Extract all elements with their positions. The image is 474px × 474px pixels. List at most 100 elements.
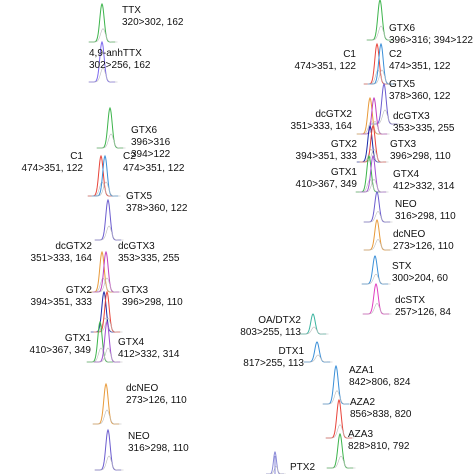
peak-shadow-left-12 bbox=[92, 409, 122, 425]
peak-shadow-right-12 bbox=[361, 273, 391, 285]
peak-label-line: GTX6 bbox=[131, 125, 158, 136]
peak-label-line: 474>351, 122 bbox=[295, 61, 357, 72]
peak-label-line: 394>351, 333 bbox=[296, 151, 358, 162]
peak-label-line: 842>806, 824 bbox=[349, 377, 411, 388]
peak-label-line: 410>367, 349 bbox=[30, 345, 92, 356]
peak-left-2 bbox=[96, 106, 124, 149]
peak-label-line: 353>335, 255 bbox=[118, 253, 180, 264]
peak-label-line: NEO bbox=[395, 199, 417, 210]
peak-label-line: dcGTX2 bbox=[315, 109, 352, 120]
peak-label-line: AZA3 bbox=[348, 429, 373, 440]
peak-label-line: 320>302, 162 bbox=[122, 17, 184, 28]
peak-label-line: 410>367, 349 bbox=[296, 179, 358, 190]
peak-label-line: GTX3 bbox=[122, 285, 149, 296]
peak-left-5 bbox=[94, 198, 122, 241]
peak-label-line: 273>126, 110 bbox=[126, 395, 187, 406]
peak-right-0 bbox=[366, 0, 394, 41]
peak-label-line: 378>360, 122 bbox=[126, 203, 188, 214]
peak-right-11 bbox=[363, 219, 391, 251]
peak-shadow-left-13 bbox=[94, 455, 124, 471]
peak-shadow-right-0 bbox=[366, 25, 396, 41]
peak-left-12 bbox=[92, 382, 120, 425]
peak-label-line: 351>333, 164 bbox=[31, 253, 93, 264]
peak-label-line: 396>316 bbox=[131, 137, 171, 148]
peak-right-10 bbox=[363, 191, 391, 223]
peak-label-line: 474>351, 122 bbox=[389, 61, 451, 72]
peak-label-line: dcGTX3 bbox=[118, 241, 155, 252]
peak-label-line: 4,9-anhTTX bbox=[89, 48, 142, 59]
peak-label-line: 396>298, 110 bbox=[122, 297, 183, 308]
peak-shadow-left-4 bbox=[91, 181, 121, 197]
peak-shadow-right-19 bbox=[266, 465, 286, 474]
peak-shadow-left-10 bbox=[86, 347, 116, 363]
peak-label-line: TTX bbox=[122, 5, 141, 16]
peak-label-line: OA/DTX2 bbox=[258, 315, 301, 326]
peak-label-line: 412>332, 314 bbox=[118, 349, 180, 360]
peak-right-14 bbox=[299, 313, 327, 335]
peak-shadow-right-11 bbox=[363, 239, 393, 251]
peak-label-line: GTX6 bbox=[389, 23, 416, 34]
peak-label-line: C1 bbox=[70, 151, 83, 162]
peak-left-0 bbox=[88, 2, 116, 43]
peak-label-line: 316>298, 110 bbox=[395, 211, 456, 222]
peak-label-line: 351>333, 164 bbox=[291, 121, 353, 132]
peak-label-line: dcNEO bbox=[126, 383, 158, 394]
peak-label-line: GTX1 bbox=[331, 167, 358, 178]
peak-label-line: GTX2 bbox=[66, 285, 93, 296]
peak-label-line: 396>316; 394>122 bbox=[389, 35, 473, 46]
peak-label-line: GTX3 bbox=[390, 139, 417, 150]
peak-shadow-left-2 bbox=[96, 133, 126, 149]
peak-label-line: AZA1 bbox=[349, 365, 374, 376]
peak-shadow-right-3 bbox=[370, 109, 400, 125]
peak-label-line: 412>332, 314 bbox=[393, 181, 455, 192]
peak-label-line: dcSTX bbox=[395, 295, 425, 306]
peak-label-line: 300>204, 60 bbox=[392, 273, 448, 284]
peak-label-line: 378>360, 122 bbox=[389, 91, 451, 102]
peak-shadow-right-16 bbox=[322, 390, 352, 405]
peak-label-line: DTX1 bbox=[278, 346, 304, 357]
peak-left-13 bbox=[94, 428, 122, 471]
peak-label-line: 817>255, 113 bbox=[243, 358, 304, 369]
peak-label-line: AZA2 bbox=[350, 397, 375, 408]
peak-shadow-right-5 bbox=[360, 121, 390, 135]
peak-label-line: C1 bbox=[343, 49, 356, 60]
peak-label-line: 828>810, 792 bbox=[348, 441, 410, 452]
peak-shadow-right-15 bbox=[303, 354, 333, 363]
peak-shadow-left-5 bbox=[94, 225, 124, 241]
peak-label-line: dcGTX3 bbox=[393, 111, 430, 122]
peak-right-16 bbox=[322, 364, 350, 405]
peak-label-line: GTX1 bbox=[65, 333, 92, 344]
peak-label-line: 396>298, 110 bbox=[390, 151, 451, 162]
peak-label-line: PTX2 bbox=[290, 462, 315, 473]
peak-shadow-right-18 bbox=[326, 455, 356, 469]
peak-label-line: 856>838, 820 bbox=[350, 409, 412, 420]
peak-label-line: dcNEO bbox=[393, 229, 425, 240]
peak-label-line: GTX2 bbox=[331, 139, 358, 150]
peak-shadow-right-13 bbox=[362, 303, 392, 315]
peak-label-line: GTX5 bbox=[389, 79, 416, 90]
peak-label-line: NEO bbox=[128, 431, 150, 442]
